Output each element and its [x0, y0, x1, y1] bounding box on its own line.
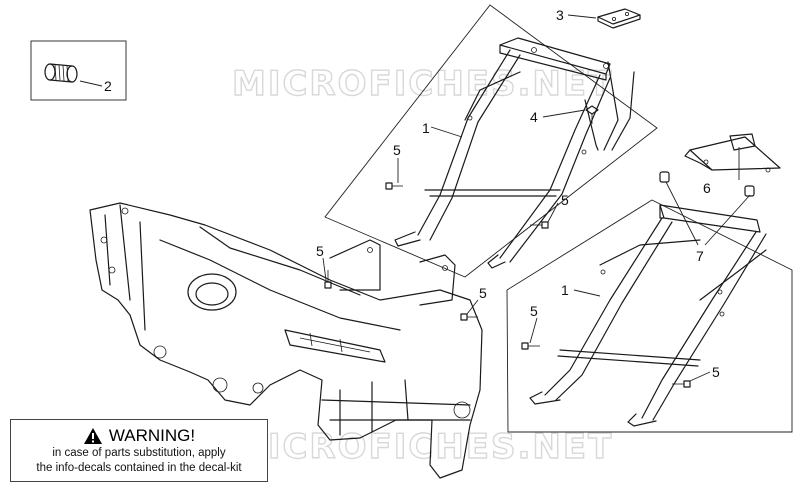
lower-subframe-box: [506, 199, 793, 433]
callout-5-upper-right: 5: [561, 192, 569, 208]
leader-3: [567, 14, 597, 19]
callout-1-lower: 1: [561, 282, 569, 298]
callout-5-upper-left: 5: [393, 142, 401, 158]
leader-2: [79, 80, 103, 87]
part-1-lower-subframe: [529, 204, 767, 427]
part-5-screw-lower-left: [521, 342, 540, 350]
callout-4: 4: [530, 109, 538, 125]
callout-7: 7: [696, 248, 704, 264]
part-4-wing-screw: [585, 105, 599, 124]
leader-5-frame-right: [466, 299, 479, 315]
callout-1-upper: 1: [422, 120, 430, 136]
callout-5-frame-left: 5: [316, 243, 324, 259]
part-6-bracket: [684, 133, 781, 173]
watermark-bottom: MICROFICHES.NET: [232, 427, 613, 467]
part-5-screw-lower-right: [672, 380, 691, 388]
leader-1-lower: [573, 289, 601, 297]
callout-3: 3: [556, 7, 564, 23]
leader-5-upper-right: [547, 202, 559, 223]
rear-subframe-lower-group: 6 7 1: [506, 133, 793, 433]
part-5-screw-upper-left: [385, 182, 403, 190]
callout-5-frame-right: 5: [479, 285, 487, 301]
part-2-inset-box: [30, 40, 127, 101]
callout-5-lower-left: 5: [530, 303, 538, 319]
part-5-screw-frame-left: [324, 270, 332, 289]
part-1-upper-subframe: [394, 37, 635, 269]
callout-6: 6: [703, 180, 711, 196]
main-frame: [89, 202, 483, 479]
bushing-illustration: [44, 63, 78, 83]
rear-subframe-upper-group: 3 1 4: [324, 4, 658, 278]
leader-1-upper: [430, 126, 463, 138]
callout-2: 2: [104, 78, 112, 94]
leader-5-frame-left: [322, 257, 327, 281]
warning-line-1: in case of parts substitution, apply: [52, 447, 226, 459]
warning-triangle-icon: [83, 428, 102, 444]
leader-4: [542, 109, 586, 118]
watermark-top: MICROFICHES.NET: [232, 64, 613, 104]
leader-7: [665, 181, 751, 246]
leader-5-lower-right: [689, 371, 711, 382]
part-3-bracket: [597, 8, 641, 29]
callout-5-lower-right: 5: [712, 364, 720, 380]
part-2-bushing-group: 2: [30, 40, 127, 101]
part-5-screw-frame-right: [460, 313, 478, 321]
warning-line-2: the info-decals contained in the decal-k…: [36, 462, 242, 474]
part-5-screw-upper-right: [530, 221, 549, 229]
upper-subframe-box: [324, 4, 658, 278]
warning-title-row: WARNING!: [11, 426, 267, 446]
warning-notice: WARNING! in case of parts substitution, …: [10, 419, 268, 482]
leader-5-lower-left: [529, 317, 538, 344]
warning-title: WARNING!: [108, 426, 196, 445]
